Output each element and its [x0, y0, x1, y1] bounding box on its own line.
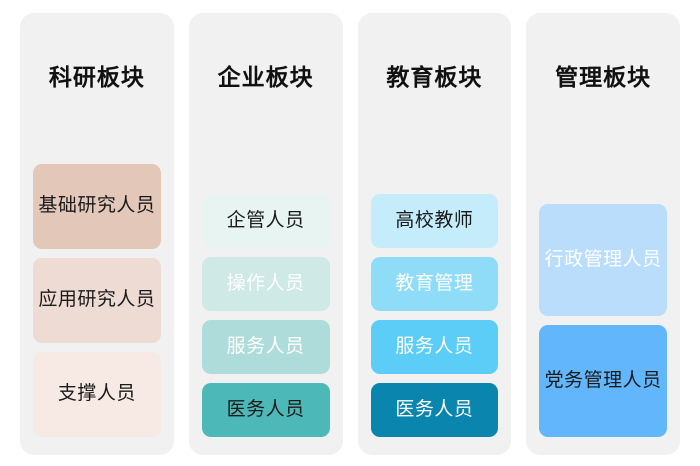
card-enterprise-3[interactable]: 医务人员 [201, 383, 330, 437]
panel-research: 科研板块基础研究人员应用研究人员支撑人员 [20, 13, 174, 455]
panel-title-education: 教育板块 [386, 64, 483, 90]
card-research-1[interactable]: 应用研究人员 [33, 258, 161, 343]
panel-management: 管理板块行政管理人员党务管理人员 [526, 13, 680, 455]
panel-education: 教育板块高校教师教育管理服务人员医务人员 [357, 13, 512, 455]
card-enterprise-2[interactable]: 服务人员 [201, 320, 330, 374]
card-enterprise-0[interactable]: 企管人员 [201, 194, 330, 248]
card-list-management: 行政管理人员党务管理人员 [539, 98, 667, 441]
card-management-1[interactable]: 党务管理人员 [539, 325, 667, 437]
card-education-0[interactable]: 高校教师 [370, 194, 499, 248]
card-list-enterprise: 企管人员操作人员服务人员医务人员 [201, 98, 330, 441]
card-research-0[interactable]: 基础研究人员 [33, 164, 161, 249]
card-enterprise-1[interactable]: 操作人员 [201, 257, 330, 311]
card-education-1[interactable]: 教育管理 [370, 257, 499, 311]
card-list-education: 高校教师教育管理服务人员医务人员 [370, 98, 499, 441]
card-education-2[interactable]: 服务人员 [370, 320, 499, 374]
card-education-3[interactable]: 医务人员 [370, 383, 499, 437]
panel-title-management: 管理板块 [555, 64, 652, 90]
card-management-0[interactable]: 行政管理人员 [539, 204, 667, 316]
panel-title-research: 科研板块 [48, 64, 145, 90]
card-list-research: 基础研究人员应用研究人员支撑人员 [33, 98, 161, 441]
panel-title-enterprise: 企业板块 [217, 64, 314, 90]
panel-enterprise: 企业板块企管人员操作人员服务人员医务人员 [188, 13, 343, 455]
card-research-2[interactable]: 支撑人员 [33, 352, 161, 437]
